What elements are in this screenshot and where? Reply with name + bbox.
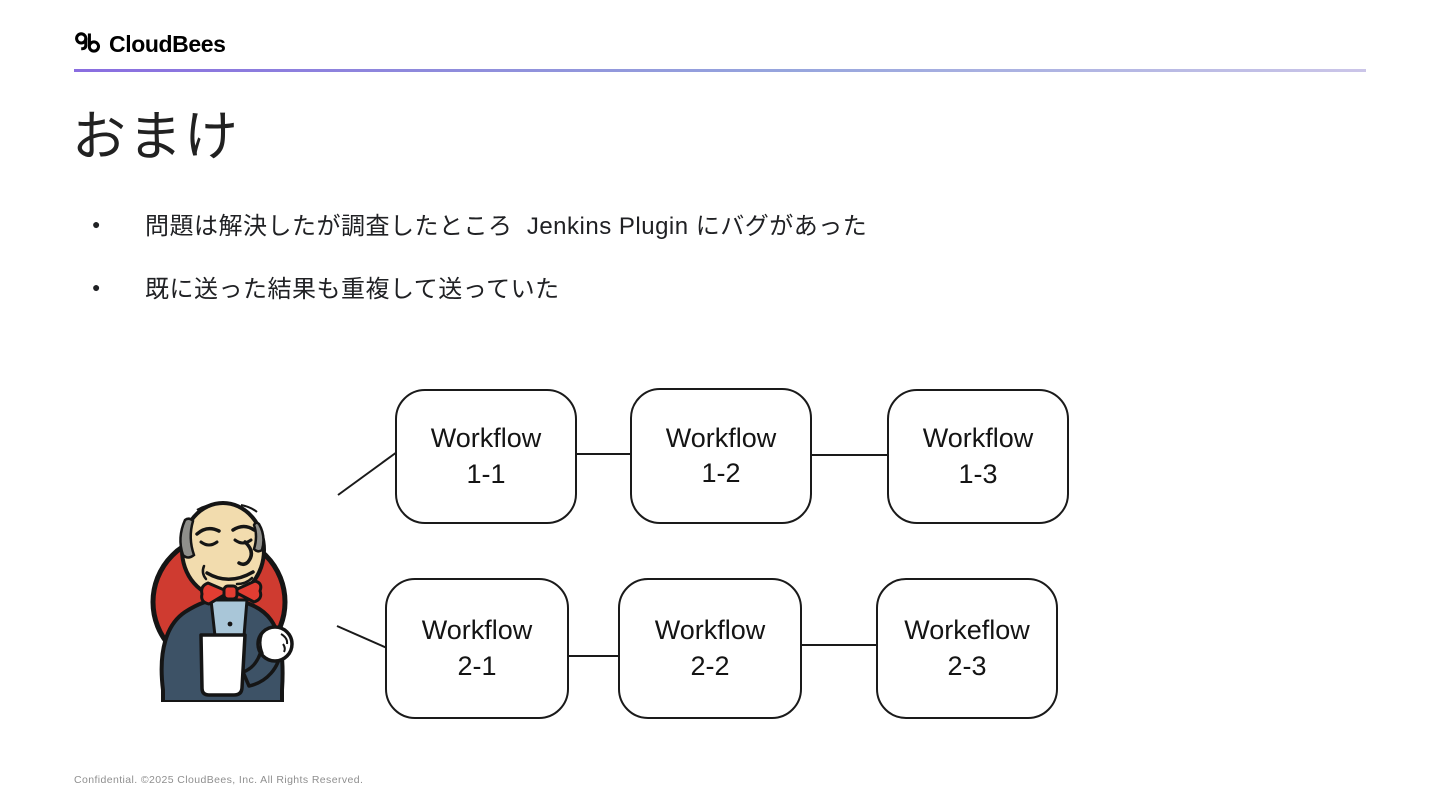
node-id: 2-2 bbox=[690, 650, 730, 681]
page-title: おまけ bbox=[72, 107, 240, 167]
confidentiality-footer: Confidential. ©2025 CloudBees, Inc. All … bbox=[74, 774, 364, 786]
workflow-node-2-1: Workflow 2-1 bbox=[385, 578, 569, 719]
node-label: Workflow bbox=[654, 615, 766, 646]
bullet-marker: ● bbox=[92, 278, 101, 295]
node-id: 2-3 bbox=[947, 650, 987, 681]
node-id: 1-1 bbox=[466, 458, 506, 489]
workflow-node-1-1: Workflow 1-1 bbox=[395, 389, 577, 524]
node-id: 1-3 bbox=[958, 458, 998, 489]
bullet-text: 既に送った結果も重複して送っていた bbox=[145, 276, 560, 303]
workflow-node-1-2: Workflow 1-2 bbox=[630, 388, 812, 524]
jenkins-mascot-image bbox=[150, 501, 294, 702]
header-divider bbox=[74, 69, 1366, 72]
node-id: 2-1 bbox=[457, 650, 497, 681]
node-id: 1-2 bbox=[701, 458, 741, 488]
node-label: Workflow bbox=[421, 615, 533, 646]
workflow-node-2-3: Workeflow 2-3 bbox=[876, 578, 1058, 719]
bullet-marker: ● bbox=[92, 215, 101, 232]
brand-wordmark: CloudBees bbox=[109, 31, 226, 57]
brand-header: CloudBees bbox=[74, 31, 226, 58]
node-label: Workflow bbox=[430, 423, 542, 454]
bullet-item: ● 既に送った結果も重複して送っていた bbox=[92, 269, 560, 304]
cloudbees-logo-icon bbox=[75, 32, 101, 53]
workflow-node-2-2: Workflow 2-2 bbox=[618, 578, 802, 719]
node-label: Workflow bbox=[665, 422, 777, 453]
bullet-item: ● 問題は解決したが調査したところ Jenkins Plugin にバグがあった bbox=[92, 206, 867, 241]
workflow-node-1-3: Workflow 1-3 bbox=[887, 389, 1069, 524]
node-label: Workflow bbox=[922, 423, 1034, 454]
node-label: Workeflow bbox=[904, 615, 1030, 646]
bullet-text: 問題は解決したが調査したところ Jenkins Plugin にバグがあった bbox=[145, 213, 868, 240]
